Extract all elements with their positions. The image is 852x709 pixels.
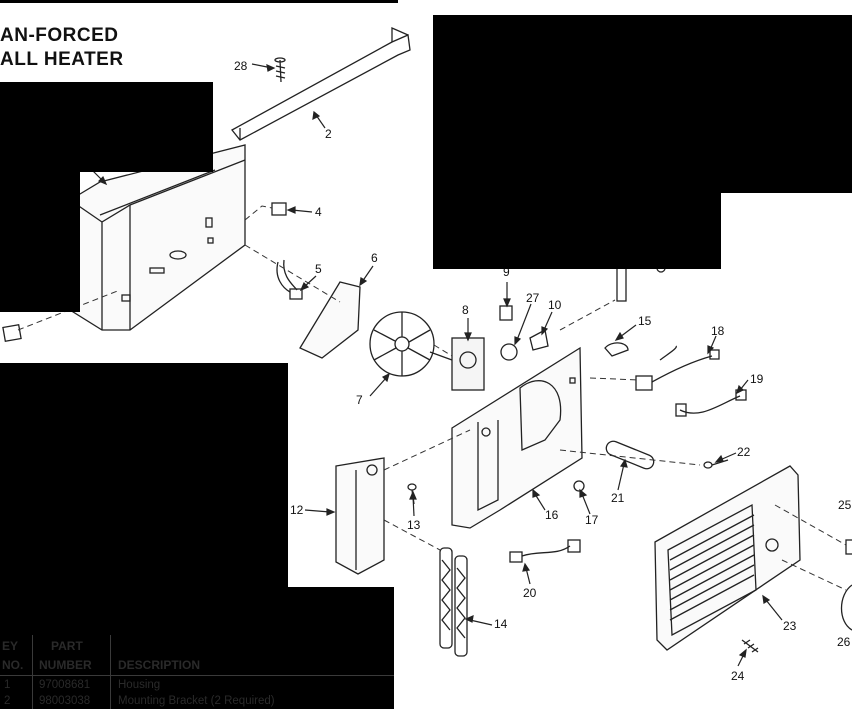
header-part-bottom: NUMBER bbox=[39, 658, 92, 672]
callout-24: 24 bbox=[731, 669, 745, 683]
duct-6 bbox=[299, 281, 361, 359]
callout-25: 25 bbox=[838, 498, 852, 512]
knob-26 bbox=[840, 584, 852, 631]
callout-8: 8 bbox=[462, 303, 469, 317]
callout-18: 18 bbox=[711, 324, 725, 338]
screw-24 bbox=[741, 639, 759, 653]
terminal-15 bbox=[604, 342, 629, 357]
redaction-block bbox=[0, 587, 394, 635]
column-divider bbox=[110, 635, 111, 709]
redaction-block bbox=[433, 15, 852, 193]
callout-14: 14 bbox=[494, 617, 508, 631]
callout-21: 21 bbox=[611, 491, 625, 505]
table-row-description: Housing bbox=[118, 679, 161, 691]
callout-10: 10 bbox=[548, 298, 562, 312]
callout-15: 15 bbox=[638, 314, 652, 328]
callout-16: 16 bbox=[545, 508, 559, 522]
part-25 bbox=[845, 539, 852, 555]
redaction-block bbox=[0, 82, 213, 172]
callout-28: 28 bbox=[234, 59, 248, 73]
callout-23: 23 bbox=[783, 619, 797, 633]
callout-13b: 13 bbox=[407, 518, 421, 532]
callout-2: 2 bbox=[325, 127, 332, 141]
motor-8 bbox=[429, 337, 485, 391]
redaction-block bbox=[433, 193, 721, 269]
table-row-description: Mounting Bracket (2 Required) bbox=[118, 695, 275, 707]
nut-17 bbox=[573, 480, 585, 492]
housing-part bbox=[69, 144, 246, 331]
table-row-key: 2 bbox=[4, 695, 11, 707]
callout-22: 22 bbox=[737, 445, 751, 459]
clip-9 bbox=[499, 305, 513, 321]
heating-elements-14 bbox=[439, 547, 468, 657]
wire-assembly-5 bbox=[276, 259, 298, 293]
callout-26: 26 bbox=[837, 635, 851, 649]
header-key-top: EY bbox=[2, 639, 19, 653]
part-3 bbox=[2, 323, 22, 343]
title-line-2: ALL HEATER bbox=[0, 49, 124, 70]
wire-set-18 bbox=[635, 345, 720, 391]
callout-27: 27 bbox=[526, 291, 540, 305]
callout-5: 5 bbox=[315, 262, 322, 276]
callout-12: 12 bbox=[290, 503, 304, 517]
fuse-link-11 bbox=[616, 264, 627, 302]
wire-20 bbox=[509, 539, 581, 563]
mounting-bracket-part bbox=[231, 27, 411, 141]
header-divider bbox=[0, 675, 394, 676]
bracket-12 bbox=[335, 457, 385, 575]
bracket-10 bbox=[529, 329, 549, 351]
callout-7: 7 bbox=[356, 393, 363, 407]
table-row-part-number: 98003038 bbox=[39, 695, 91, 707]
title-line-1: AN-FORCED bbox=[0, 25, 119, 46]
callout-4: 4 bbox=[315, 205, 322, 219]
header-key-bottom: NO. bbox=[2, 658, 24, 672]
top-rule bbox=[0, 0, 398, 3]
header-part-top: PART bbox=[51, 639, 83, 653]
mounting-plate-16 bbox=[451, 346, 583, 529]
table-row-part-number: 97008681 bbox=[39, 679, 91, 691]
header-description: DESCRIPTION bbox=[118, 658, 201, 672]
connector-4 bbox=[271, 202, 287, 216]
callout-9: 9 bbox=[503, 265, 510, 279]
column-divider bbox=[32, 635, 33, 709]
callout-19: 19 bbox=[750, 372, 764, 386]
callout-20: 20 bbox=[523, 586, 537, 600]
ring-27 bbox=[500, 343, 518, 361]
parts-table: EY NO. PART NUMBER DESCRIPTION 1 9700868… bbox=[0, 635, 394, 709]
thermostat-21 bbox=[605, 440, 655, 470]
redaction-block bbox=[0, 172, 80, 312]
screw-22 bbox=[703, 459, 729, 469]
redaction-block bbox=[0, 363, 288, 587]
wire-set-19 bbox=[675, 389, 747, 417]
callout-17: 17 bbox=[585, 513, 599, 527]
grille-23 bbox=[654, 465, 801, 651]
fan-blade-7 bbox=[369, 311, 435, 377]
callout-6: 6 bbox=[371, 251, 378, 265]
screw-28 bbox=[274, 57, 286, 83]
table-row-key: 1 bbox=[4, 679, 11, 691]
